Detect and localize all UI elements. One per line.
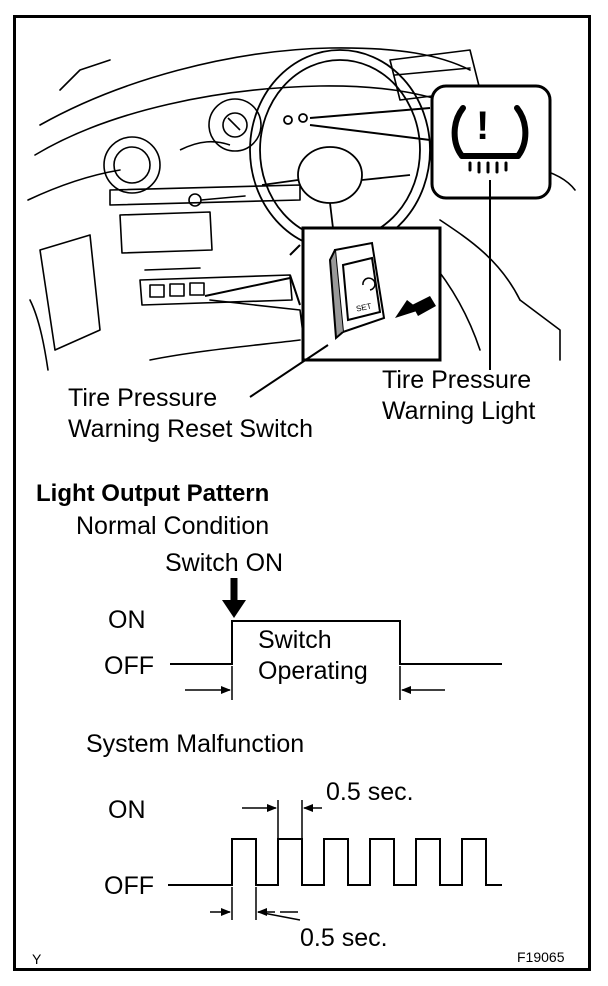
interval-top-label: 0.5 sec. bbox=[326, 778, 414, 806]
warning-light-label-line2: Warning Light bbox=[382, 397, 536, 425]
interval-bottom-label: 0.5 sec. bbox=[300, 924, 388, 952]
reset-switch-label-line2: Warning Reset Switch bbox=[68, 415, 313, 443]
section-title: Light Output Pattern bbox=[36, 480, 270, 507]
diagram-frame bbox=[13, 15, 591, 971]
figure-id: F19065 bbox=[517, 949, 565, 965]
normal-pulse-waveform bbox=[170, 620, 502, 665]
malfunction-off-label: OFF bbox=[104, 872, 154, 900]
malfunction-chart bbox=[168, 800, 502, 921]
normal-on-label: ON bbox=[108, 606, 146, 634]
system-malfunction-label: System Malfunction bbox=[86, 730, 305, 758]
icon-exclamation: ! bbox=[476, 104, 490, 148]
push-arrow-icon bbox=[395, 296, 436, 318]
switch-on-arrow-head bbox=[222, 600, 246, 618]
warning-light-label-line1: Tire Pressure bbox=[382, 366, 532, 394]
normal-condition-label: Normal Condition bbox=[76, 512, 270, 540]
tire-pressure-warning-icon bbox=[451, 105, 529, 174]
gauge-cluster bbox=[103, 98, 262, 194]
malfunction-pulse-waveform bbox=[168, 838, 502, 886]
normal-condition-chart bbox=[170, 578, 502, 700]
switch-operating-line1: Switch bbox=[258, 626, 332, 654]
footer-left-code: Y bbox=[32, 951, 42, 967]
reset-switch-label-line1: Tire Pressure bbox=[68, 384, 218, 412]
reset-switch-icon bbox=[328, 241, 386, 341]
switch-on-label: Switch ON bbox=[165, 549, 284, 577]
switch-operating-line2: Operating bbox=[258, 657, 368, 685]
malfunction-on-label: ON bbox=[108, 796, 146, 824]
normal-off-label: OFF bbox=[104, 652, 154, 680]
steering-wheel-icon bbox=[249, 49, 431, 251]
